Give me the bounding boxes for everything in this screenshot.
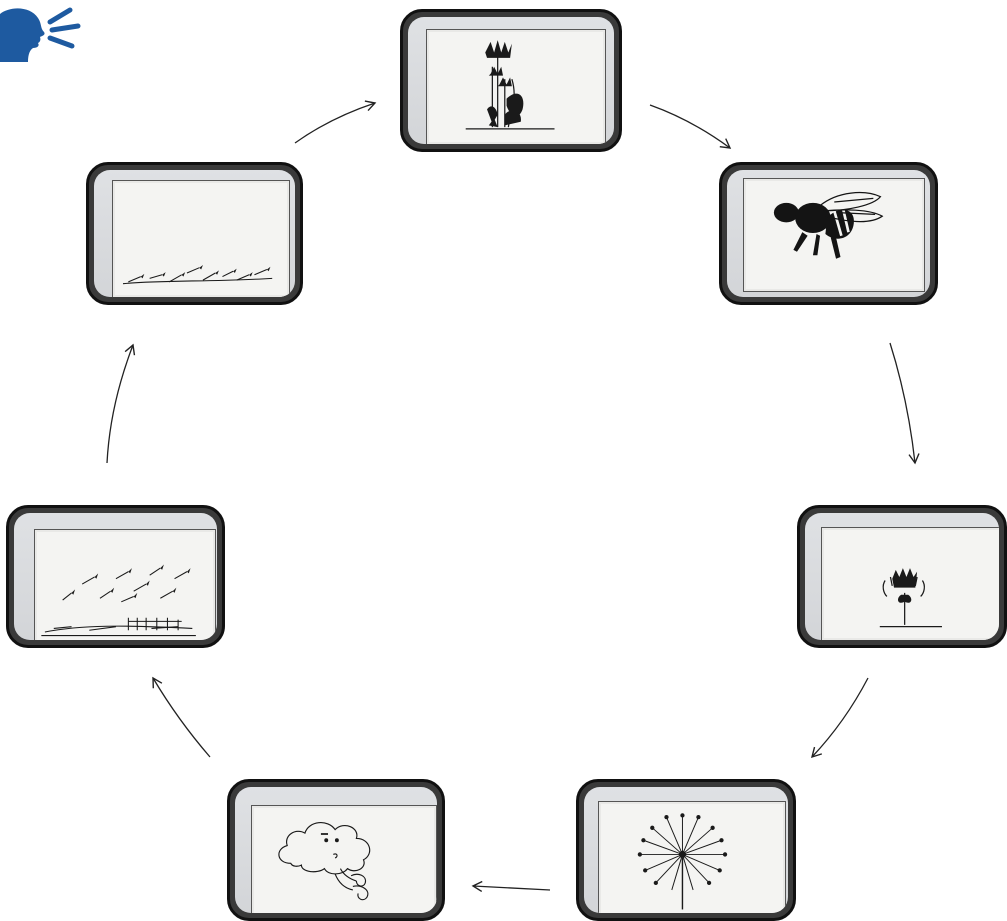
dandelion-plant-icon xyxy=(465,40,555,130)
stage-card-flowering-dandelion xyxy=(400,9,622,152)
stage-card-closed-flower-head xyxy=(797,505,1007,648)
stage-card-seeds-on-ground xyxy=(86,162,303,305)
landed-seeds-icon xyxy=(122,265,273,285)
arrow-2 xyxy=(649,104,732,149)
wind-cloud-icon xyxy=(278,822,371,901)
stage-card-bee-pollinating xyxy=(719,162,938,305)
arrow-6 xyxy=(152,676,211,758)
dandelion-puffball-icon xyxy=(637,813,728,910)
bee-icon xyxy=(773,192,884,259)
arrow-7 xyxy=(106,343,136,464)
flying-seeds-icon xyxy=(41,564,196,637)
stage-card-seed-head-puffball xyxy=(576,779,796,921)
arrow-3 xyxy=(889,342,920,465)
arrow-4 xyxy=(811,677,869,759)
stage-card-seeds-dispersing xyxy=(6,505,225,648)
arrow-5 xyxy=(471,880,551,893)
arrow-1 xyxy=(294,100,377,144)
speaking-head-icon xyxy=(0,7,81,62)
stage-card-wind-blowing-cloud xyxy=(227,779,445,921)
closed-flower-icon xyxy=(879,568,942,628)
